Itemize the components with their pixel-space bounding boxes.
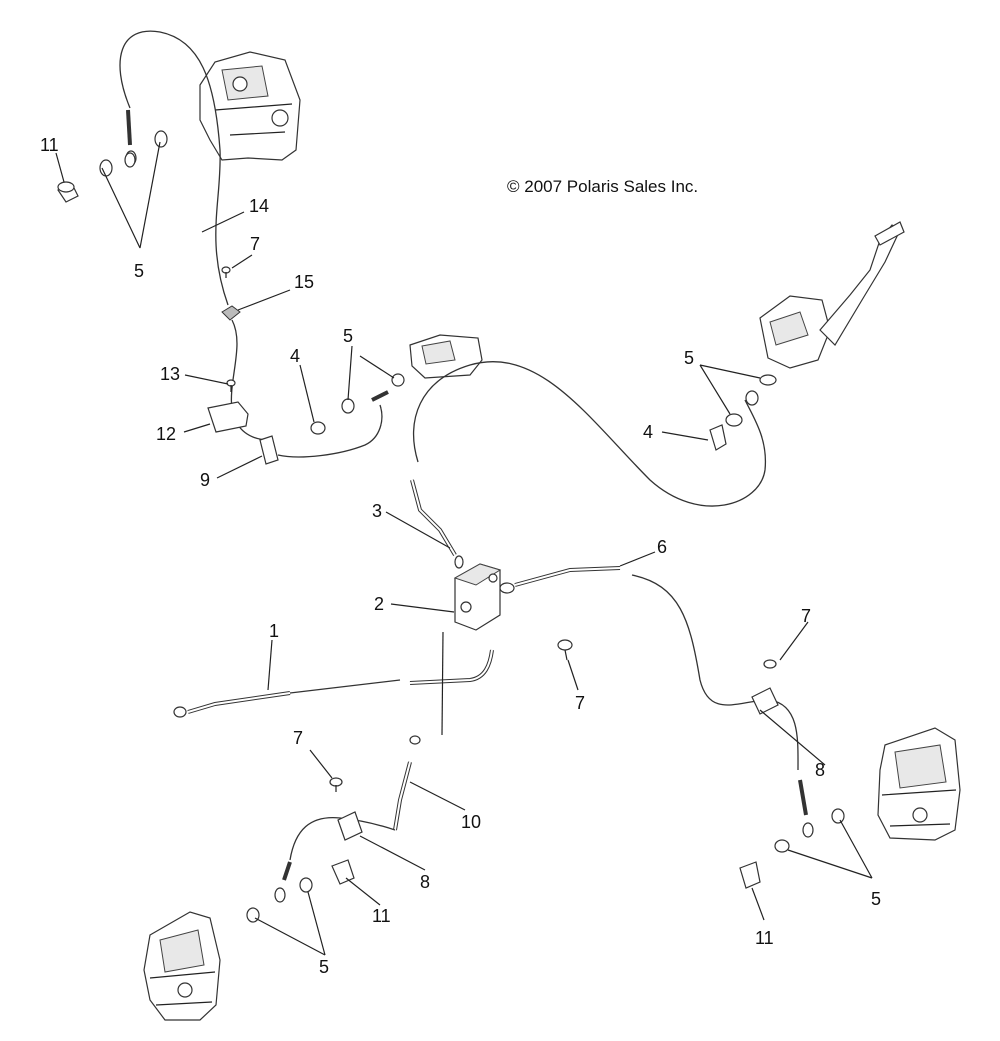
callout-3: 3 — [372, 501, 382, 521]
banjo-bolt-4-right — [709, 424, 727, 451]
callout-7: 7 — [250, 234, 260, 254]
brake-hose-9 — [277, 390, 389, 458]
washers-5-lower-left — [246, 877, 313, 923]
caliper-rear-right — [877, 727, 961, 841]
brake-hose-1 — [173, 649, 494, 718]
washers-5-lower-right — [774, 808, 845, 853]
callout-8-right: 8 — [815, 760, 825, 780]
callout-11-lower-right: 11 — [755, 928, 774, 948]
banjo-bolt-11-top — [57, 181, 79, 203]
callout-1: 1 — [269, 621, 279, 641]
callout-4-right: 4 — [643, 422, 653, 442]
brake-hose-10 — [282, 735, 421, 881]
callout-7-right: 7 — [801, 606, 811, 626]
caliper-rear-left — [143, 911, 221, 1021]
callout-2: 2 — [374, 594, 384, 614]
callout-8-left: 8 — [420, 872, 430, 892]
screw-13 — [226, 379, 236, 392]
brake-hose-3 — [410, 361, 767, 569]
screw-7-center — [557, 639, 573, 661]
washers-5-top-left — [99, 130, 168, 177]
master-cylinder-pedal — [759, 221, 905, 369]
caliper-front-left — [199, 51, 301, 161]
brake-hose-lower-right — [798, 779, 808, 816]
copyright-notice: © 2007 Polaris Sales Inc. — [507, 177, 698, 196]
callout-7-center: 7 — [575, 693, 585, 713]
banjo-bolt-11-lower-left — [331, 859, 355, 885]
callout-labels: 11 5 14 7 15 13 12 9 4 5 5 4 3 6 2 1 7 7… — [40, 135, 881, 977]
callout-10: 10 — [461, 812, 481, 832]
screw-7-top — [221, 266, 231, 278]
banjo-bolt-11-lower-right — [739, 861, 761, 889]
leader-lines — [55, 141, 873, 956]
callout-5: 5 — [134, 261, 144, 281]
clamp-8-left — [337, 811, 363, 841]
callout-12: 12 — [156, 424, 176, 444]
screw-7-right — [763, 659, 777, 669]
clamp-9 — [259, 435, 279, 465]
callout-14: 14 — [249, 196, 269, 216]
washers-5-right-top — [725, 374, 777, 427]
brake-hose-6 — [499, 566, 799, 771]
callout-6: 6 — [657, 537, 667, 557]
callout-9: 9 — [200, 470, 210, 490]
bracket-12 — [207, 401, 249, 433]
callout-5-lower-left: 5 — [319, 957, 329, 977]
callout-5-lower-right: 5 — [871, 889, 881, 909]
callout-13: 13 — [160, 364, 180, 384]
callout-11-lower-left: 11 — [372, 906, 391, 926]
callout-15: 15 — [294, 272, 314, 292]
clip-15 — [221, 305, 241, 321]
callout-7-lower: 7 — [293, 728, 303, 748]
screw-7-lower-left — [329, 777, 343, 792]
brake-junction-block — [453, 563, 502, 631]
callout-5-mid: 5 — [343, 326, 353, 346]
callout-4: 4 — [290, 346, 300, 366]
washers-5-left-mid — [341, 373, 405, 414]
callout-5-right: 5 — [684, 348, 694, 368]
banjo-bolt-4-left — [310, 421, 326, 435]
clamp-8-right — [751, 687, 779, 715]
callout-11: 11 — [40, 135, 59, 155]
secondary-master-cylinder — [409, 334, 483, 379]
